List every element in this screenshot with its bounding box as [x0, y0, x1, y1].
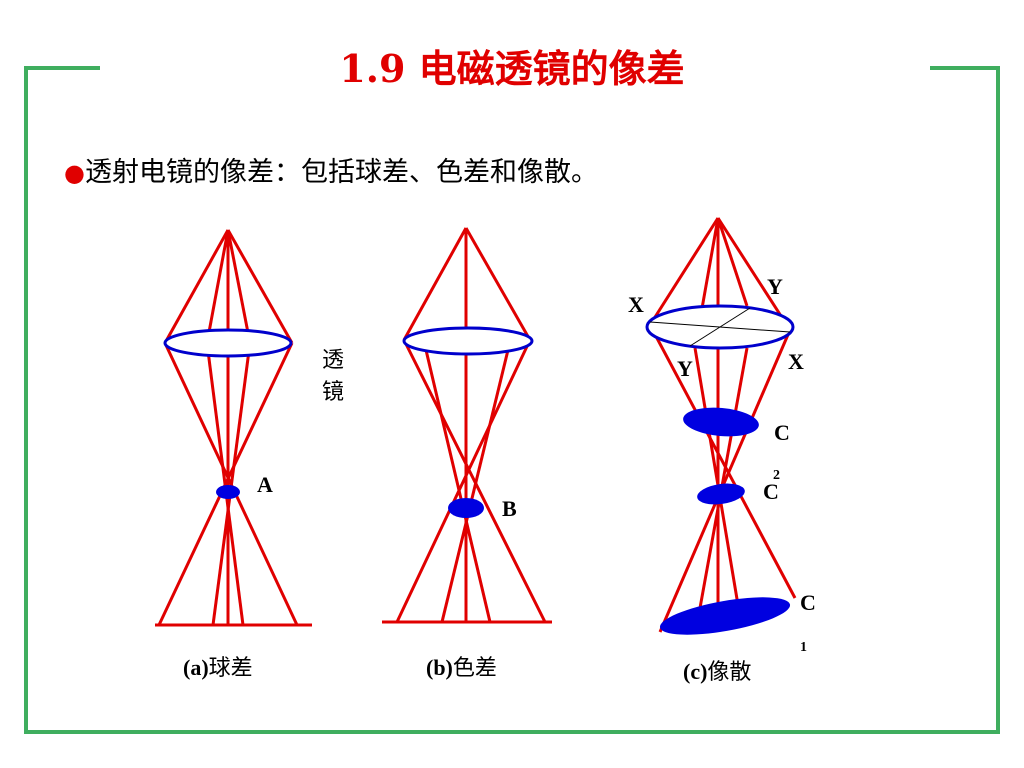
ray: [402, 227, 468, 341]
ray: [693, 347, 740, 606]
label-x-right: X: [788, 349, 804, 374]
focal-spot-c2: [697, 483, 745, 505]
caption-b: (b)色差: [426, 655, 497, 681]
ray: [424, 349, 492, 623]
bullet-icon: ●: [64, 159, 85, 187]
page-title: 1.9 电磁透镜的像差: [339, 46, 685, 91]
ray: [395, 339, 532, 623]
ray: [716, 217, 749, 307]
ray: [464, 227, 532, 341]
ray: [205, 229, 230, 344]
caption-a: (a)球差: [183, 655, 253, 681]
ray: [648, 217, 720, 326]
disc-of-least-confusion: [216, 485, 240, 499]
panel-a-diagram: [155, 229, 312, 627]
label-y-top: Y: [767, 274, 783, 299]
label-b: B: [502, 496, 517, 521]
lens-label-char-1: 透: [322, 348, 345, 373]
focal-line-c-upper: [683, 407, 759, 437]
caption-c: (c)像散: [683, 659, 752, 685]
panel-b-diagram: [382, 227, 552, 624]
lens-label-char-2: 镜: [322, 380, 345, 405]
label-a: A: [257, 472, 273, 497]
bullet-text: 透射电镜的像差：包括球差、色差和像散。: [84, 157, 598, 188]
lens-axes: [649, 307, 791, 347]
label-c2-subscript: 2: [773, 468, 780, 483]
ray: [698, 347, 749, 609]
ray: [648, 324, 797, 599]
ray: [226, 229, 294, 344]
ray: [211, 342, 252, 626]
chromatic-spot: [448, 498, 484, 518]
label-c1: C: [800, 590, 816, 615]
ray: [205, 342, 245, 626]
focal-line-c1: [659, 597, 791, 635]
label-c1-subscript: 1: [800, 640, 807, 655]
label-c-upper: C: [774, 420, 790, 445]
lens-ellipse: [402, 326, 534, 356]
label-c2: C: [763, 479, 779, 504]
ray: [658, 329, 792, 633]
lens-ellipse: [163, 328, 293, 358]
slide-frame: [24, 66, 1000, 734]
label-x-left: X: [628, 292, 644, 317]
panel-c-diagram: [645, 217, 797, 635]
ray: [402, 339, 547, 623]
ray: [440, 349, 510, 623]
ray: [226, 229, 252, 344]
label-y-left: Y: [677, 356, 693, 381]
ray: [716, 217, 792, 331]
bullet-item: ●透射电镜的像差：包括球差、色差和像散。: [64, 150, 598, 189]
ray: [163, 229, 230, 344]
